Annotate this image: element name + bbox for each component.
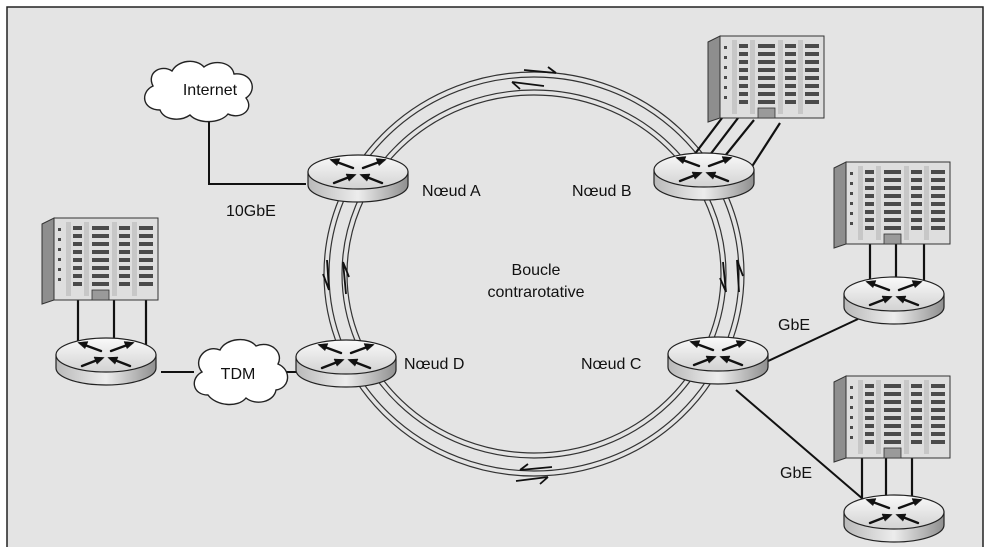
internet-cloud: Internet bbox=[144, 60, 253, 123]
gbe-label-upper: GbE bbox=[778, 317, 810, 334]
building-icon bbox=[707, 35, 825, 123]
router-icon bbox=[666, 335, 770, 386]
node-b-label: Nœud B bbox=[572, 183, 632, 200]
ring-direction-markers bbox=[322, 66, 744, 485]
building-icon bbox=[833, 161, 951, 249]
router-icon bbox=[842, 493, 946, 544]
gbe-label-lower: GbE bbox=[780, 465, 812, 482]
building-icon bbox=[41, 217, 159, 305]
router-icon bbox=[306, 153, 410, 204]
tdm-label: TDM bbox=[221, 366, 256, 383]
ring-title-line2: contrarotative bbox=[488, 284, 585, 301]
tdm-cloud: TDM bbox=[193, 339, 289, 406]
internet-label: Internet bbox=[183, 82, 238, 99]
node-d-label: Nœud D bbox=[404, 356, 464, 373]
router-icon bbox=[652, 151, 756, 202]
cloud-icon bbox=[144, 60, 253, 123]
building-icon bbox=[833, 375, 951, 463]
node-a-label: Nœud A bbox=[422, 183, 481, 200]
router-icon bbox=[54, 336, 158, 387]
cloud-icon bbox=[193, 339, 289, 406]
node-c-label: Nœud C bbox=[581, 356, 641, 373]
ring bbox=[323, 71, 745, 477]
router-icon bbox=[294, 338, 398, 389]
router-icon bbox=[842, 275, 946, 326]
ring-title-line1: Boucle bbox=[512, 262, 561, 279]
ten-gbe-label: 10GbE bbox=[226, 203, 276, 220]
